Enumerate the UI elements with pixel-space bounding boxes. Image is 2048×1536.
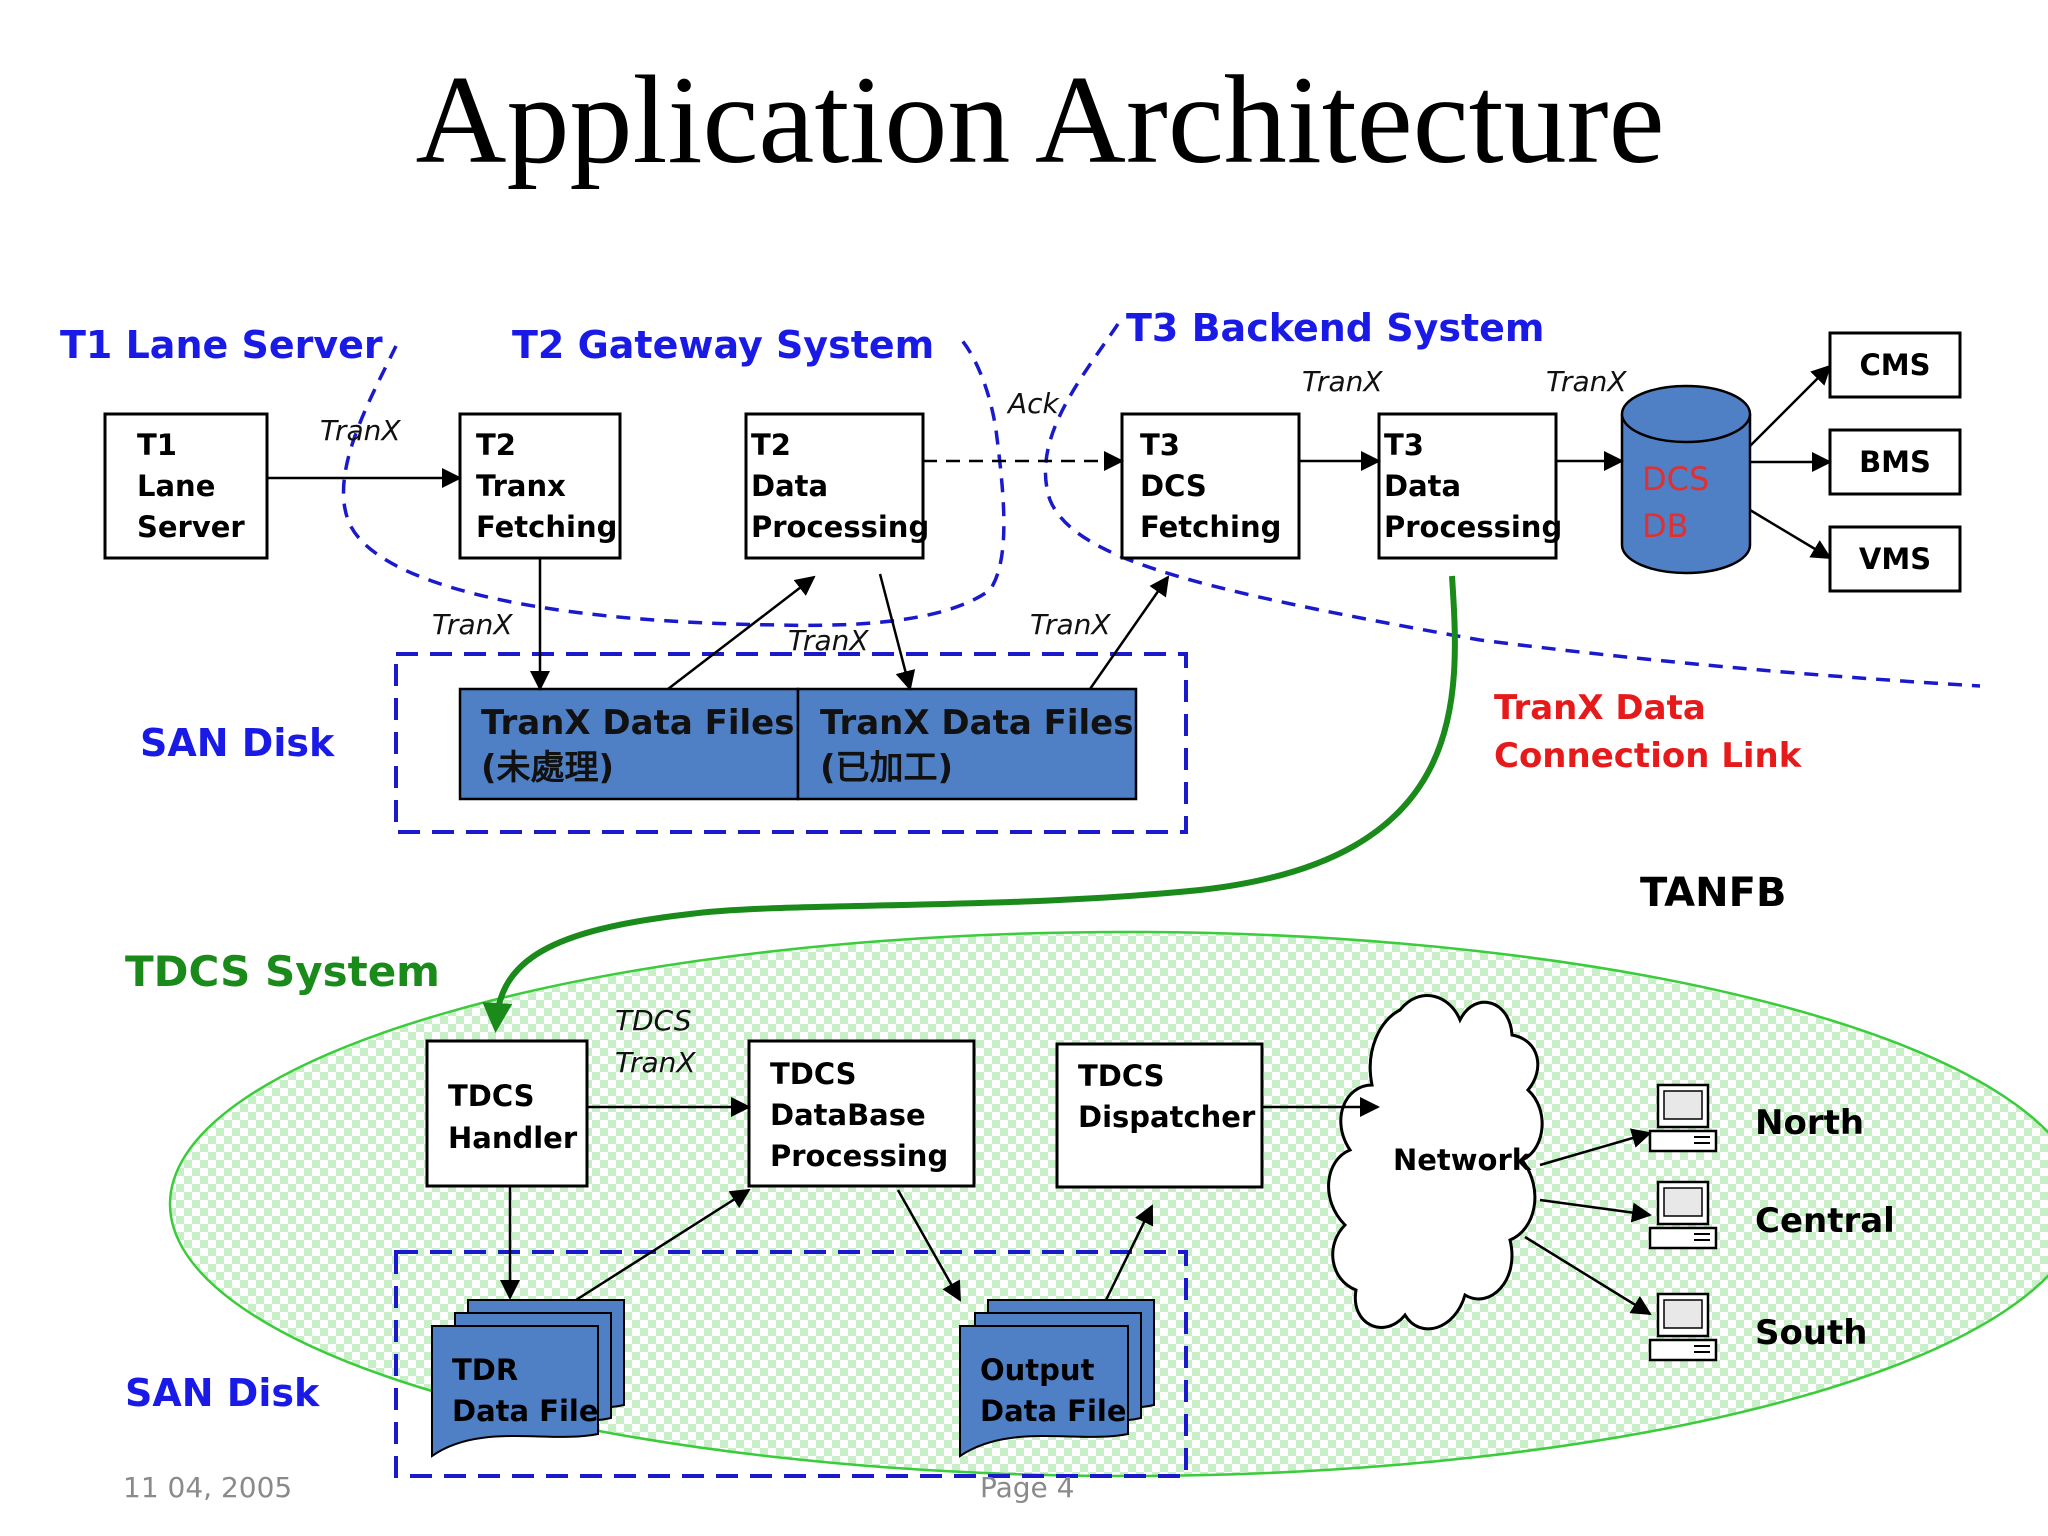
region-label-north: North — [1755, 1103, 1864, 1143]
arrow-network-south — [1524, 1235, 1652, 1316]
arrow-db-vms — [1749, 508, 1832, 560]
san-disk-top — [394, 652, 1188, 834]
edge-label-tranx-t3a: TranX — [1302, 365, 1383, 398]
svg-text:CMS: CMS — [1859, 348, 1930, 382]
section-label-t1: T1 Lane Server — [60, 323, 383, 367]
arrow-t2proc-processedfile — [878, 573, 916, 691]
connection-link-label: TranX Data Connection Link — [1494, 688, 1803, 776]
section-label-tdcs: TDCS System — [125, 947, 440, 996]
box-cms: CMS — [1828, 331, 1962, 399]
computer-icon — [1648, 1083, 1718, 1153]
section-label-tanfb: TANFB — [1640, 870, 1786, 916]
green-connection-link — [482, 575, 1458, 1033]
file-tranx-processed: TranX Data Files(已加工) — [796, 687, 1138, 801]
arrow-outputfile-dispatcher — [1104, 1204, 1154, 1301]
edge-label-ack: Ack — [1006, 387, 1061, 420]
svg-text:VMS: VMS — [1859, 542, 1931, 576]
box-vms: VMS — [1828, 525, 1962, 593]
arrow-rawfile-t2proc — [667, 575, 816, 690]
san-disk-bottom — [394, 1250, 1188, 1478]
svg-text:Network: Network — [1393, 1143, 1532, 1177]
boundary-t2-t3 — [1043, 323, 1981, 688]
arrow-tdrfile-dbproc — [575, 1188, 751, 1302]
footer-page: Page 4 — [980, 1471, 1075, 1504]
svg-text:TranX Data Files(已加工): TranX Data Files(已加工) — [820, 703, 1133, 788]
arrow-processedfile-t3fetch — [1088, 575, 1170, 690]
arrow-dbproc-outputfile — [896, 1189, 962, 1302]
svg-text:BMS: BMS — [1859, 445, 1931, 479]
computer-icon — [1648, 1292, 1718, 1362]
region-label-south: South — [1755, 1313, 1868, 1353]
region-label-central: Central — [1755, 1201, 1895, 1241]
box-bms: BMS — [1828, 428, 1962, 496]
section-label-san-bottom: SAN Disk — [125, 1371, 320, 1415]
edge-label-tranx-t3b: TranX — [1546, 365, 1627, 398]
edge-label-tranx-mid: TranX — [788, 624, 869, 657]
edge-label-tranx-t1-t2: TranX — [320, 414, 401, 447]
arrow-db-cms — [1749, 364, 1832, 447]
svg-text:TranX Data Files(未處理): TranX Data Files(未處理) — [481, 703, 794, 788]
edge-label-tranx-down1: TranX — [432, 608, 513, 641]
page-title: Application Architecture — [415, 51, 1664, 190]
computer-icon — [1648, 1180, 1718, 1250]
section-label-san-top: SAN Disk — [140, 721, 335, 765]
footer-date: 11 04, 2005 — [123, 1471, 292, 1504]
arrow-network-north — [1539, 1128, 1652, 1167]
file-tranx-raw: TranX Data Files(未處理) — [458, 687, 800, 801]
arrow-network-central — [1539, 1198, 1652, 1223]
boundary-t1-t2 — [341, 336, 1006, 628]
section-label-t3: T3 Backend System — [1126, 306, 1545, 350]
section-label-t2: T2 Gateway System — [512, 323, 934, 367]
edge-label-tranx-right: TranX — [1030, 608, 1111, 641]
network-cloud: Network — [1327, 994, 1544, 1331]
